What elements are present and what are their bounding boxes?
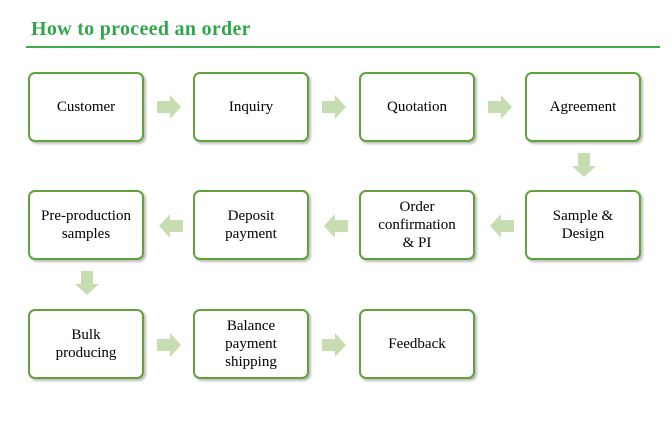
arrow-left-icon	[323, 213, 349, 239]
step-feedback: Feedback	[359, 309, 475, 379]
arrow-left-icon	[158, 213, 184, 239]
step-agreement: Agreement	[525, 72, 641, 142]
step-inquiry: Inquiry	[193, 72, 309, 142]
arrow-right-icon	[156, 332, 182, 358]
arrow-right-icon	[156, 94, 182, 120]
page-title: How to proceed an order	[31, 18, 251, 40]
step-sample-design: Sample &Design	[525, 190, 641, 260]
arrow-down-icon	[74, 270, 100, 296]
arrow-left-icon	[489, 213, 515, 239]
arrow-right-icon	[321, 332, 347, 358]
arrow-right-icon	[487, 94, 513, 120]
arrow-down-icon	[571, 152, 597, 178]
step-quotation: Quotation	[359, 72, 475, 142]
title-underline	[26, 46, 660, 48]
arrow-right-icon	[321, 94, 347, 120]
step-customer: Customer	[28, 72, 144, 142]
